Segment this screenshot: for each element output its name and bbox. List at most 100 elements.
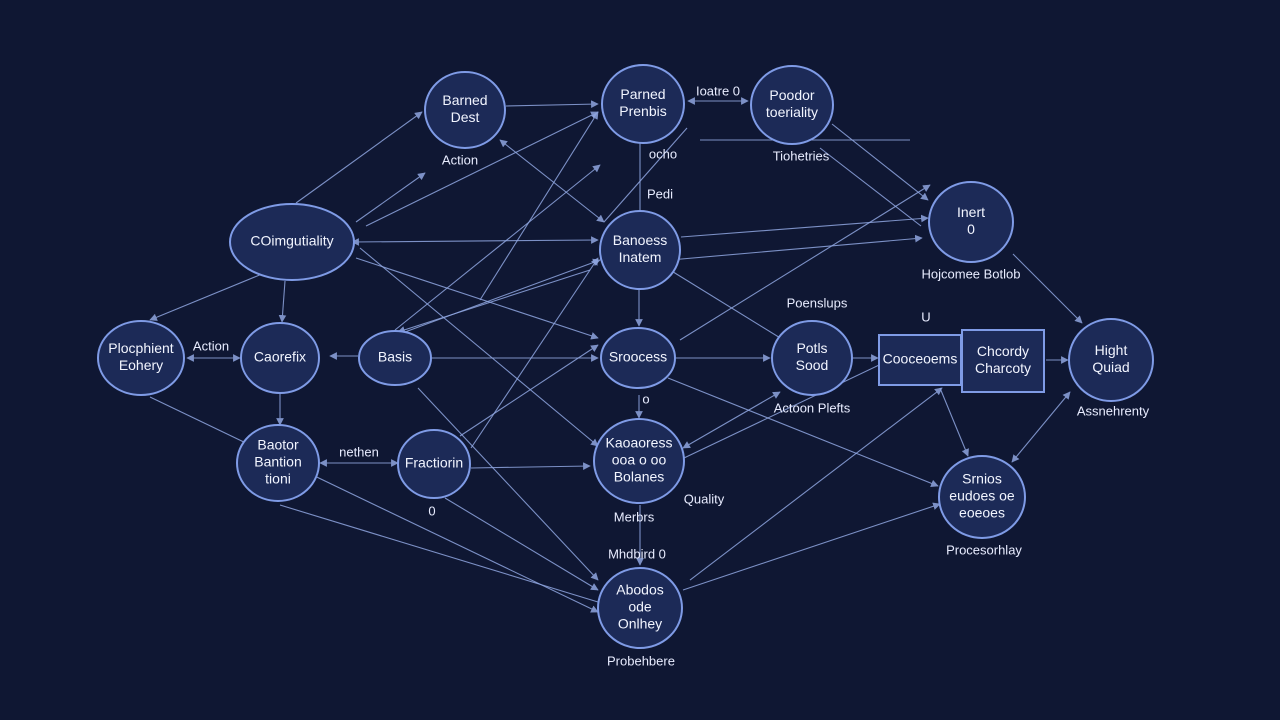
edge-label-ioatre-0: Ioatre 0 (696, 83, 740, 98)
node-shape-parned-prenbis (601, 64, 685, 144)
node-label-sroocess-1: Sroocess (609, 349, 667, 365)
node-label-chcordy-charcoty-2: Charcoty (975, 360, 1031, 376)
node-shape-basis (358, 330, 432, 386)
node-label-hight-quiad-1: Hight (1095, 342, 1128, 358)
edge-48 (444, 497, 599, 591)
node-shape-chcordy-charcoty (961, 329, 1045, 393)
edge-7 (831, 123, 929, 201)
node-shape-poodor-toeriality (750, 65, 834, 145)
node-label-poodor-toeriality-2: toeriality (766, 104, 818, 120)
edge-47 (149, 396, 599, 613)
node-shape-srnios (938, 455, 1026, 539)
edge-13 (355, 257, 599, 340)
edge-46 (279, 504, 599, 603)
edge-label-zero: 0 (428, 503, 435, 518)
edge-8 (819, 147, 922, 227)
edge-12 (479, 111, 599, 301)
node-basis[interactable]: Basis (358, 330, 432, 386)
node-label-srnios-2: eudoes oe (949, 488, 1015, 504)
node-label-parned-prenbis-1: Parned (620, 86, 665, 102)
edge-2 (505, 100, 599, 108)
edge-9 (351, 236, 599, 246)
edge-21 (669, 234, 923, 261)
edge-14 (365, 111, 599, 227)
node-label-poodor-toeriality-1: Poodor (769, 87, 814, 103)
node-label-baotor-bantion-tioni-3: tioni (265, 471, 291, 487)
node-shape-sroocess (600, 327, 676, 389)
edge-label-pedi: Pedi (647, 186, 673, 201)
node-coimgutiality[interactable]: COimgutiality (229, 203, 355, 281)
node-label-srnios-1: Srnios (962, 471, 1002, 487)
edge-39 (682, 391, 781, 449)
node-label-fractiorin-1: Fractiorin (405, 455, 463, 471)
edge-label-tiohetries: Tiohetries (773, 148, 830, 163)
node-label-baotor-bantion-tioni-1: Baotor (257, 437, 299, 453)
edge-label-probehbere: Probehbere (607, 653, 675, 668)
node-shape-hight-quiad (1068, 318, 1154, 402)
node-shape-kaoaoress-bolanes (593, 418, 685, 504)
edge-label-ocho: ocho (649, 146, 677, 161)
node-fractiorin[interactable]: Fractiorin (397, 429, 471, 499)
node-shape-coimgutiality (229, 203, 355, 281)
edge-18 (404, 258, 601, 333)
node-label-inert-0-2: 0 (967, 221, 975, 237)
node-shape-banoess-inatem (599, 210, 681, 290)
edge-45 (939, 387, 969, 457)
node-label-cooceoems-1: Cooceoems (883, 351, 958, 367)
node-label-banoess-inatem-1: Banoess (613, 232, 667, 248)
edge-16 (278, 280, 287, 323)
node-shape-cooceoems (878, 334, 962, 386)
edge-20 (669, 269, 791, 345)
edge-11 (355, 172, 426, 223)
edge-17 (394, 164, 601, 331)
edge-label-mhdbird: Mhdbird 0 (608, 546, 666, 561)
edge-label-o-1: o (642, 391, 649, 406)
node-label-kaoaoress-bolanes-1: Kaoaoress (606, 435, 673, 451)
node-label-barned-dest-2: Dest (451, 109, 480, 125)
node-sroocess[interactable]: Sroocess (600, 327, 676, 389)
node-label-kaoaoress-bolanes-3: Bolanes (614, 469, 665, 485)
node-label-chcordy-charcoty-1: Chcordy (977, 343, 1029, 359)
node-label-hight-quiad-2: Quiad (1092, 359, 1129, 375)
edge-label-action-1: Action (442, 152, 478, 167)
node-label-parned-prenbis-2: Prenbis (619, 103, 666, 119)
node-label-abodos-ode-onlhey-3: Onlhey (618, 616, 662, 632)
edge-label-quality: Quality (684, 491, 725, 506)
edge-5 (603, 127, 688, 223)
edge-label-u: U (921, 309, 930, 324)
edge-4 (499, 139, 605, 223)
node-label-potls-sood-1: Potls (796, 340, 827, 356)
node-label-abodos-ode-onlhey-2: ode (628, 599, 652, 615)
edge-22 (679, 184, 931, 341)
edge-42 (682, 502, 941, 591)
node-label-baotor-bantion-tioni-2: Bantion (254, 454, 301, 470)
node-shape-inert-0 (928, 181, 1014, 263)
node-shape-barned-dest (424, 71, 506, 149)
node-shape-fractiorin (397, 429, 471, 499)
node-label-inert-0-1: Inert (957, 204, 985, 220)
node-label-barned-dest-1: Barned (442, 92, 487, 108)
node-label-potls-sood-2: Sood (796, 357, 829, 373)
node-cooceoems[interactable]: Cooceoems (878, 334, 962, 386)
node-caorefix[interactable]: Caorefix (240, 322, 320, 394)
edge-34 (470, 462, 591, 470)
edge-label-action-2: Action (193, 338, 229, 353)
node-label-basis-1: Basis (378, 349, 412, 365)
